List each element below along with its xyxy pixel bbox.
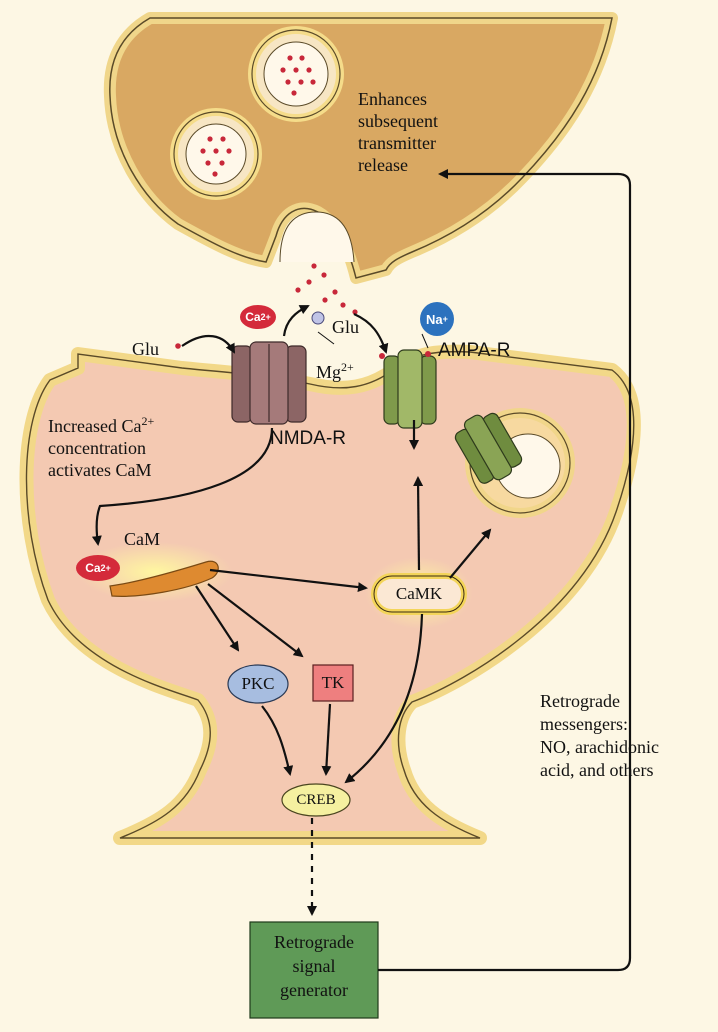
generator-label: Retrograde signal generator <box>250 930 378 1002</box>
creb-node <box>281 783 351 817</box>
ampa-receptor <box>383 349 437 429</box>
label-line: messengers: <box>540 714 628 734</box>
mg-superscript: 2+ <box>341 360 354 374</box>
tk-label: TK <box>321 673 345 692</box>
ampa-label: AMPA-R <box>438 340 511 361</box>
retrograde-messengers-label: Retrograde messengers: NO, arachidonic a… <box>540 690 659 782</box>
synaptic-vesicle <box>248 26 344 122</box>
nmda-label: NMDA-R <box>270 428 346 449</box>
pkc-node <box>227 664 289 704</box>
label-line: Increased Ca2+ <box>48 410 154 437</box>
pkc-label: PKC <box>241 674 275 693</box>
glu-right-label: Glu <box>332 317 359 337</box>
label-line: activates CaM <box>48 460 152 480</box>
label-line: Retrograde <box>540 691 620 711</box>
increased-text: Increased Ca <box>48 416 142 436</box>
label-line: transmitter <box>358 133 436 153</box>
label-line: Enhances <box>358 89 427 109</box>
endosome <box>454 408 575 518</box>
cam-label: CaM <box>124 529 160 549</box>
enhances-release-label: Enhances subsequent transmitter release <box>358 88 438 176</box>
tk-node <box>312 664 354 702</box>
label-line: release <box>358 155 408 175</box>
mg-text: Mg <box>316 362 342 382</box>
label-line: subsequent <box>358 111 438 131</box>
glu-left-label: Glu <box>132 339 159 359</box>
label-line: Retrograde <box>274 932 354 952</box>
synaptic-vesicle <box>170 108 262 200</box>
label-line: acid, and others <box>540 760 654 780</box>
calmodulin-bar <box>109 560 219 597</box>
creb-label: CREB <box>296 791 336 808</box>
label-line: concentration <box>48 438 146 458</box>
mg-label: Mg2+ <box>316 356 354 383</box>
label-line: generator <box>280 980 348 1000</box>
sodium-ion: Na+ <box>420 302 454 336</box>
increased-superscript: 2+ <box>141 414 155 428</box>
nmda-receptor <box>231 341 307 425</box>
label-line: signal <box>292 956 336 976</box>
camk-label: CaMK <box>395 584 443 603</box>
label-line: NO, arachidonic <box>540 737 659 757</box>
increased-ca-label: Increased Ca2+ concentration activates C… <box>48 410 154 481</box>
